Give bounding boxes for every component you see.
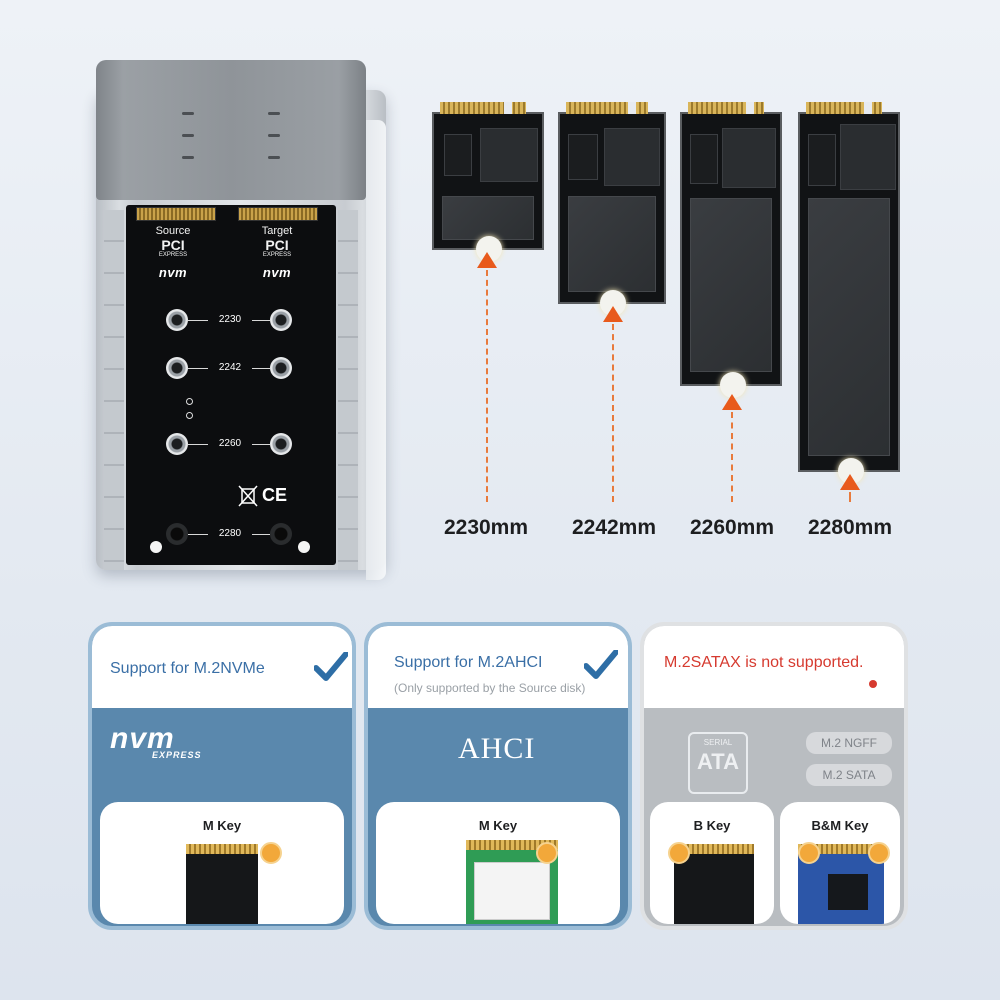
enclosure-clear-side [366,120,386,580]
ce-mark: CE [262,485,288,505]
length-label-2230: 2230mm [443,516,529,539]
standoff-hole [166,357,188,379]
checkmark-icon [584,650,618,679]
length-label-2260: 2260mm [689,516,775,539]
nvm-logo: nvm [158,265,188,280]
nvme-logo: nvm EXPRESS [110,722,202,760]
express-label: EXPRESS [262,252,292,258]
target-connector [238,207,318,221]
key-label: B Key [693,818,731,833]
standoff-hole [166,309,188,331]
vent-slot [182,134,194,137]
screw-hole [270,523,292,545]
cross-mark-icon [869,680,877,688]
key-label: M Key [202,818,242,833]
vent-slot [182,112,194,115]
m-key-card: M Key [376,802,620,924]
left-rail [104,210,124,570]
size-2242: 2242 [218,362,242,373]
ssd-2280 [798,102,900,484]
m2-ssd-image [186,844,258,924]
screw-hole [166,523,188,545]
pill-m2-ngff: M.2 NGFF [806,732,892,754]
arrow-up-icon [477,252,497,268]
source-label: Source [155,225,191,237]
express-label: EXPRESS [158,252,188,258]
panel-title: Support for M.2NVMe [110,660,265,677]
enclosure-cap [96,60,366,200]
standoff-hole [270,357,292,379]
ssd-2230 [432,102,544,262]
checkmark-icon [314,652,348,681]
panel-ahci-support: Support for M.2AHCI (Only supported by t… [364,622,632,930]
m2-ssd-image [466,840,558,924]
pill-m2-sata: M.2 SATA [806,764,892,786]
weee-icon [238,485,258,507]
key-label: M Key [478,818,518,833]
key-label: B&M Key [811,818,869,833]
lock-icon [668,842,690,864]
sata-logo: SERIAL ATA [688,732,748,794]
ssd-enclosure: Source Target PCI PCI EXPRESS EXPRESS nv… [96,60,386,580]
ahci-logo: AHCI [458,732,536,765]
pci-logo: PCI [265,237,289,253]
bm-key-card: B&M Key [780,802,900,924]
arrow-up-icon [722,394,742,410]
vent-slot [268,134,280,137]
vent-slot [268,156,280,159]
enclosure-pcb: Source Target PCI PCI EXPRESS EXPRESS nv… [126,205,336,565]
panel-nvme-support: Support for M.2NVMe nvm EXPRESS M Key [88,622,356,930]
vent-slot [182,156,194,159]
panel-sata-not-supported: M.2SATAX is not supported. SERIAL ATA M.… [640,622,908,930]
size-2280: 2280 [218,528,242,539]
m-key-card: M Key [100,802,344,924]
size-2260: 2260 [218,438,242,449]
lock-icon [798,842,820,864]
lock-icon [536,842,558,864]
ssd-2242 [558,102,666,316]
ssd-2260 [680,102,782,398]
target-label: Target [261,225,293,237]
length-label-2280: 2280mm [807,516,893,539]
panel-title: Support for M.2AHCI [394,654,543,671]
source-connector [136,207,216,221]
right-rail [338,210,358,570]
nvm-logo: nvm [262,265,292,280]
panel-subtitle: (Only supported by the Source disk) [394,681,586,695]
b-key-card: B Key [650,802,774,924]
panel-title: M.2SATAX is not supported. [664,654,864,671]
m2-ssd-image [674,844,754,924]
arrow-up-icon [840,474,860,490]
standoff-hole [270,433,292,455]
lock-icon [868,842,890,864]
vent-slot [268,112,280,115]
standoff-hole [166,433,188,455]
lock-icon [260,842,282,864]
standoff-hole [270,309,292,331]
pci-logo: PCI [161,237,185,253]
length-label-2242: 2242mm [571,516,657,539]
size-2230: 2230 [218,314,242,325]
arrow-up-icon [603,306,623,322]
